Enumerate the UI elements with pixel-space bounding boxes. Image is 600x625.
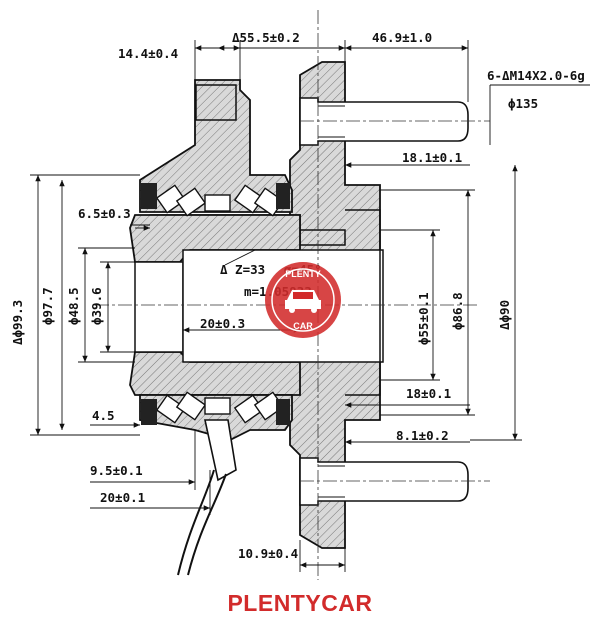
dim-dia-48: ϕ48.5 xyxy=(66,287,81,325)
dim-dia-99: Δϕ99.3 xyxy=(10,300,25,345)
watermark-bottom-text: CAR xyxy=(293,321,313,331)
car-icon xyxy=(285,290,321,313)
dim-pitch-circle: ϕ135 xyxy=(508,96,538,111)
watermark-top-text: PLENTY xyxy=(285,269,321,279)
wheel-studs xyxy=(299,97,469,506)
dimension-lines xyxy=(30,40,590,572)
dim-stud-length: 46.9±1.0 xyxy=(372,30,432,45)
abs-sensor xyxy=(177,419,237,576)
dim-chamfer: 4.5 xyxy=(92,408,115,423)
dim-dia-39: ϕ39.6 xyxy=(89,287,104,325)
dim-pilot-dia: ϕ55±0.1 xyxy=(416,292,431,345)
hub-bearing-drawing: 14.4±0.4 Δ55.5±0.2 46.9±1.0 6-ΔM14X2.0-6… xyxy=(10,10,590,580)
dim-stud-thread: 6-ΔM14X2.0-6g xyxy=(487,68,585,83)
note-ball-count: Δ Z=33 xyxy=(220,262,265,277)
dim-dia-97: ϕ97.7 xyxy=(40,287,55,325)
roller-elements xyxy=(141,183,290,425)
dim-inner-offset: 6.5±0.3 xyxy=(78,206,131,221)
dim-flange-thickness: 18.1±0.1 xyxy=(402,150,462,165)
brand-label: PLENTYCAR xyxy=(227,590,373,616)
dim-hub-dia: ϕ86.8 xyxy=(450,292,465,330)
dim-outer-dia: Δϕ90 xyxy=(497,300,512,330)
watermark-logo: PLENTY CAR xyxy=(265,262,341,338)
dim-sensor-offset: 9.5±0.1 xyxy=(90,463,143,478)
dim-flange-step: 8.1±0.2 xyxy=(396,428,449,443)
dim-bearing-width: 14.4±0.4 xyxy=(118,46,178,61)
dim-sensor-depth: 20±0.1 xyxy=(100,490,145,505)
dim-base-offset: 10.9±0.4 xyxy=(238,546,298,561)
dim-pilot-depth: 18±0.1 xyxy=(406,386,451,401)
dim-flange-spacing: Δ55.5±0.2 xyxy=(232,30,300,45)
dim-bore-depth: 20±0.3 xyxy=(200,316,245,331)
